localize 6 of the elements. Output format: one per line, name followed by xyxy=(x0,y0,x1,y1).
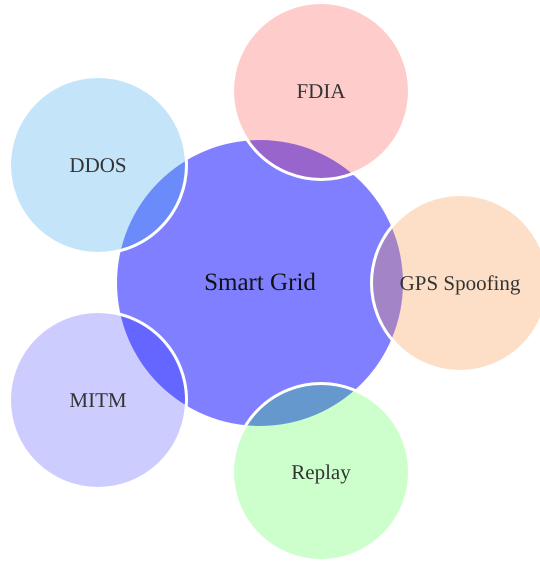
circle-label: GPS Spoofing xyxy=(400,270,520,296)
circle-label: DDOS xyxy=(69,152,127,178)
circle-label: FDIA xyxy=(296,78,346,104)
circle-label: Replay xyxy=(291,460,351,484)
circle-label: Smart Grid xyxy=(204,269,316,297)
circle-label: MITM xyxy=(69,388,127,412)
